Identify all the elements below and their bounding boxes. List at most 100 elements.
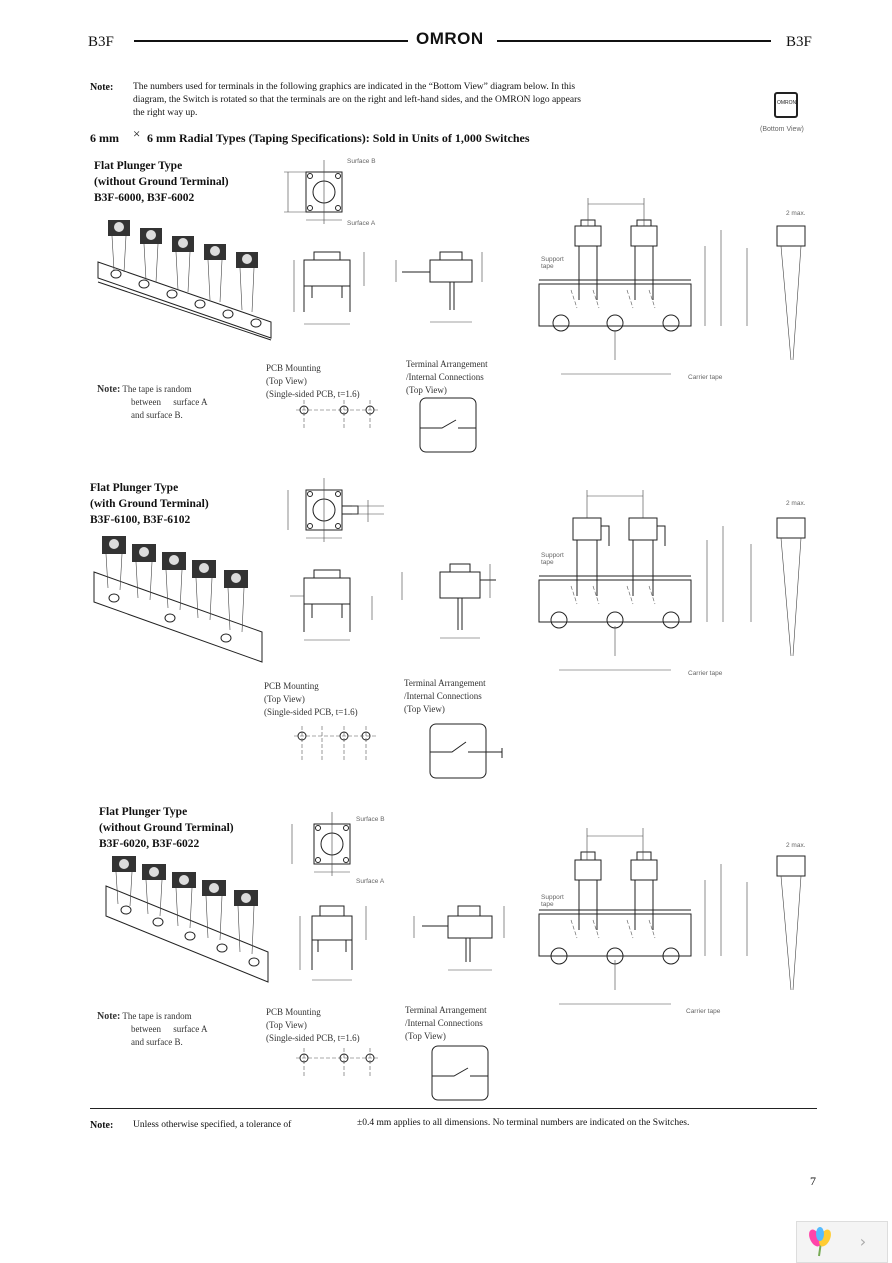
section1-note-line2: between bbox=[131, 397, 161, 407]
section2-title-line1: Flat Plunger Type bbox=[90, 482, 179, 494]
section2-title-line2: (with Ground Terminal) bbox=[90, 498, 209, 510]
section1-models: B3F-6000, B3F-6002 bbox=[94, 192, 195, 204]
header-right: B3F bbox=[786, 34, 812, 50]
section1-note: Note: The tape is random between surface… bbox=[97, 383, 207, 422]
footer-note-text-2: ±0.4 mm applies to all dimensions. No te… bbox=[357, 1118, 690, 1128]
tape-label-2: tape bbox=[541, 559, 554, 566]
footer-note-label: Note: bbox=[90, 1120, 114, 1131]
section1-front-view bbox=[293, 251, 365, 325]
top-note-label: Note: bbox=[90, 82, 114, 93]
support-label-3: Support bbox=[541, 894, 564, 901]
section2-pcb3: (Single-sided PCB, t=1.6) bbox=[264, 707, 358, 717]
section1-carrier-tape: Carrier tape bbox=[688, 374, 723, 381]
footer-rule bbox=[90, 1108, 817, 1109]
section1-title: Flat Plunger Type (without Ground Termin… bbox=[94, 158, 229, 206]
section3-title: Flat Plunger Type (without Ground Termin… bbox=[99, 804, 234, 852]
section1-title-line1: Flat Plunger Type bbox=[94, 160, 183, 172]
section1-tape-diagram bbox=[538, 198, 806, 375]
header-rule-left bbox=[134, 40, 408, 42]
section1-tape-illustration bbox=[97, 220, 272, 341]
section3-note-line1: The tape is random bbox=[122, 1011, 192, 1021]
section2-tape-illustration bbox=[93, 536, 263, 663]
section1-surface-a: Surface A bbox=[347, 220, 376, 227]
section2-top-view bbox=[287, 478, 384, 542]
section3-pcb3: (Single-sided PCB, t=1.6) bbox=[266, 1033, 360, 1043]
section2-pcb1: PCB Mounting bbox=[264, 681, 319, 691]
section2-2max: 2 max. bbox=[786, 500, 806, 507]
omron-logo: OMRON bbox=[416, 29, 484, 48]
section3-note-line4: and surface B. bbox=[131, 1037, 183, 1047]
section1-2max: 2 max. bbox=[786, 210, 806, 217]
section3-tape-illustration bbox=[105, 856, 269, 983]
section1-note-line4: and surface B. bbox=[131, 410, 183, 420]
chevron-right-icon[interactable]: › bbox=[859, 1232, 867, 1251]
section1-note-line1: The tape is random bbox=[122, 384, 192, 394]
section3-note: Note: The tape is random between surface… bbox=[97, 1010, 207, 1049]
footer-note-text-1: Unless otherwise specified, a tolerance … bbox=[133, 1120, 292, 1130]
section1-surface-b: Surface B bbox=[347, 158, 376, 165]
section1-term1: Terminal Arrangement bbox=[406, 359, 488, 369]
main-title-part2: 6 mm Radial Types (Taping Specifications… bbox=[147, 131, 530, 145]
bottom-view-logo-text: OMRON bbox=[777, 100, 797, 106]
section3-carrier-tape: Carrier tape bbox=[686, 1008, 721, 1015]
section2-term3: (Top View) bbox=[404, 704, 445, 714]
section2-models: B3F-6100, B3F-6102 bbox=[90, 514, 191, 526]
section3-terminal-diagram bbox=[431, 1045, 489, 1101]
section1-pcb1: PCB Mounting bbox=[266, 363, 321, 373]
section3-title-line2: (without Ground Terminal) bbox=[99, 822, 234, 834]
bottom-view-label: (Bottom View) bbox=[760, 126, 804, 133]
section3-term1: Terminal Arrangement bbox=[405, 1005, 487, 1015]
section2-term2: /Internal Connections bbox=[404, 691, 482, 701]
section1-pcb3: (Single-sided PCB, t=1.6) bbox=[266, 389, 360, 399]
viewer-widget[interactable]: › bbox=[796, 1221, 888, 1263]
section3-models: B3F-6020, B3F-6022 bbox=[99, 838, 200, 850]
section1-terminal-diagram bbox=[419, 397, 477, 453]
top-note-line-2: diagram, the Switch is rotated so that t… bbox=[133, 95, 581, 105]
section1-side-view bbox=[395, 251, 483, 323]
support-label-2: Support bbox=[541, 552, 564, 559]
section3-top-view bbox=[291, 812, 351, 876]
section2-term1: Terminal Arrangement bbox=[404, 678, 486, 688]
section2-front-view bbox=[290, 569, 373, 641]
section3-term3: (Top View) bbox=[405, 1031, 446, 1041]
top-note-line-1: The numbers used for terminals in the fo… bbox=[133, 82, 576, 92]
tape-label-3: tape bbox=[541, 901, 554, 908]
section3-pcb2: (Top View) bbox=[266, 1020, 307, 1030]
header-rule-right bbox=[497, 40, 771, 42]
header-left: B3F bbox=[88, 34, 114, 50]
section3-tape-diagram bbox=[538, 828, 806, 1005]
section3-surface-a: Surface A bbox=[356, 878, 385, 885]
section2-pcb-holes bbox=[294, 726, 378, 762]
section3-2max: 2 max. bbox=[786, 842, 806, 849]
tape-label-1: tape bbox=[541, 263, 554, 270]
section3-pcb-caption: PCB Mounting (Top View) (Single-sided PC… bbox=[266, 1006, 360, 1045]
section3-term-caption: Terminal Arrangement /Internal Connectio… bbox=[405, 1004, 487, 1043]
section2-pcb2: (Top View) bbox=[264, 694, 305, 704]
section3-note-line2: between bbox=[131, 1024, 161, 1034]
section3-front-view bbox=[299, 905, 367, 981]
section1-pcb2: (Top View) bbox=[266, 376, 307, 386]
section1-term2: /Internal Connections bbox=[406, 372, 484, 382]
section1-title-line2: (without Ground Terminal) bbox=[94, 176, 229, 188]
section1-note-label: Note: bbox=[97, 384, 121, 395]
section3-pcb-holes bbox=[296, 1048, 380, 1076]
section3-note-label: Note: bbox=[97, 1011, 121, 1022]
bottom-view-icon: OMRON bbox=[774, 92, 798, 118]
leaf-logo-icon bbox=[809, 1227, 831, 1257]
section1-term3: (Top View) bbox=[406, 385, 447, 395]
section2-side-view bbox=[401, 563, 496, 639]
section3-side-view bbox=[413, 905, 505, 971]
section3-title-line1: Flat Plunger Type bbox=[99, 806, 188, 818]
section1-note-line3: surface A bbox=[173, 397, 208, 407]
section1-pcb-holes bbox=[296, 400, 380, 428]
section1-pcb-caption: PCB Mounting (Top View) (Single-sided PC… bbox=[266, 362, 360, 401]
main-title-part1: 6 mm bbox=[90, 131, 119, 145]
section2-term-caption: Terminal Arrangement /Internal Connectio… bbox=[404, 677, 486, 716]
times-symbol: × bbox=[133, 126, 141, 141]
section2-pcb-caption: PCB Mounting (Top View) (Single-sided PC… bbox=[264, 680, 358, 719]
section2-terminal-diagram bbox=[429, 723, 503, 779]
section3-pcb1: PCB Mounting bbox=[266, 1007, 321, 1017]
